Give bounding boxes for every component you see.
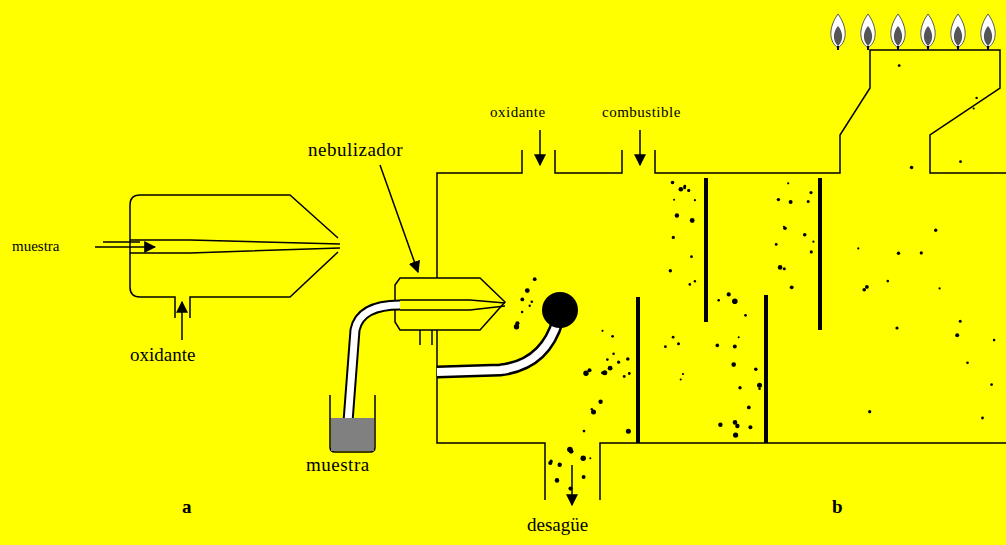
flames — [831, 14, 995, 50]
part-label: muestra — [12, 238, 59, 255]
drain-arrow — [571, 465, 573, 505]
droplets — [514, 64, 996, 491]
part-label: combustible — [602, 104, 681, 121]
oxidant-inlet — [420, 330, 432, 345]
nebulizer-body — [395, 278, 505, 330]
part-label: nebulizador — [308, 140, 403, 161]
baffles — [638, 178, 820, 443]
impact-support — [437, 320, 558, 372]
sample-arrow — [103, 241, 140, 243]
capillary — [400, 300, 505, 310]
part-label: muestra — [306, 455, 370, 476]
panel-letter: b — [832, 497, 843, 518]
panel-letter: a — [182, 497, 192, 518]
oxidant-arrow — [181, 302, 183, 340]
sample-arrow — [95, 246, 155, 248]
fuel-arrow — [639, 130, 641, 165]
sample-tube — [347, 305, 400, 435]
impact-support — [437, 320, 558, 372]
beaker — [330, 395, 375, 452]
oxidant-arrow — [539, 130, 541, 165]
chamber-wall — [437, 150, 1006, 500]
leader-line — [380, 165, 418, 272]
sample-liquid — [331, 418, 374, 451]
chamber-wall — [555, 50, 1006, 173]
capillary — [130, 240, 340, 253]
part-label: oxidante — [490, 104, 546, 121]
nebulizer-body — [130, 195, 338, 318]
part-label: desagüe — [527, 515, 588, 536]
part-label: oxidante — [130, 345, 195, 366]
sample-tube — [347, 305, 400, 435]
impact-bead — [542, 292, 578, 328]
